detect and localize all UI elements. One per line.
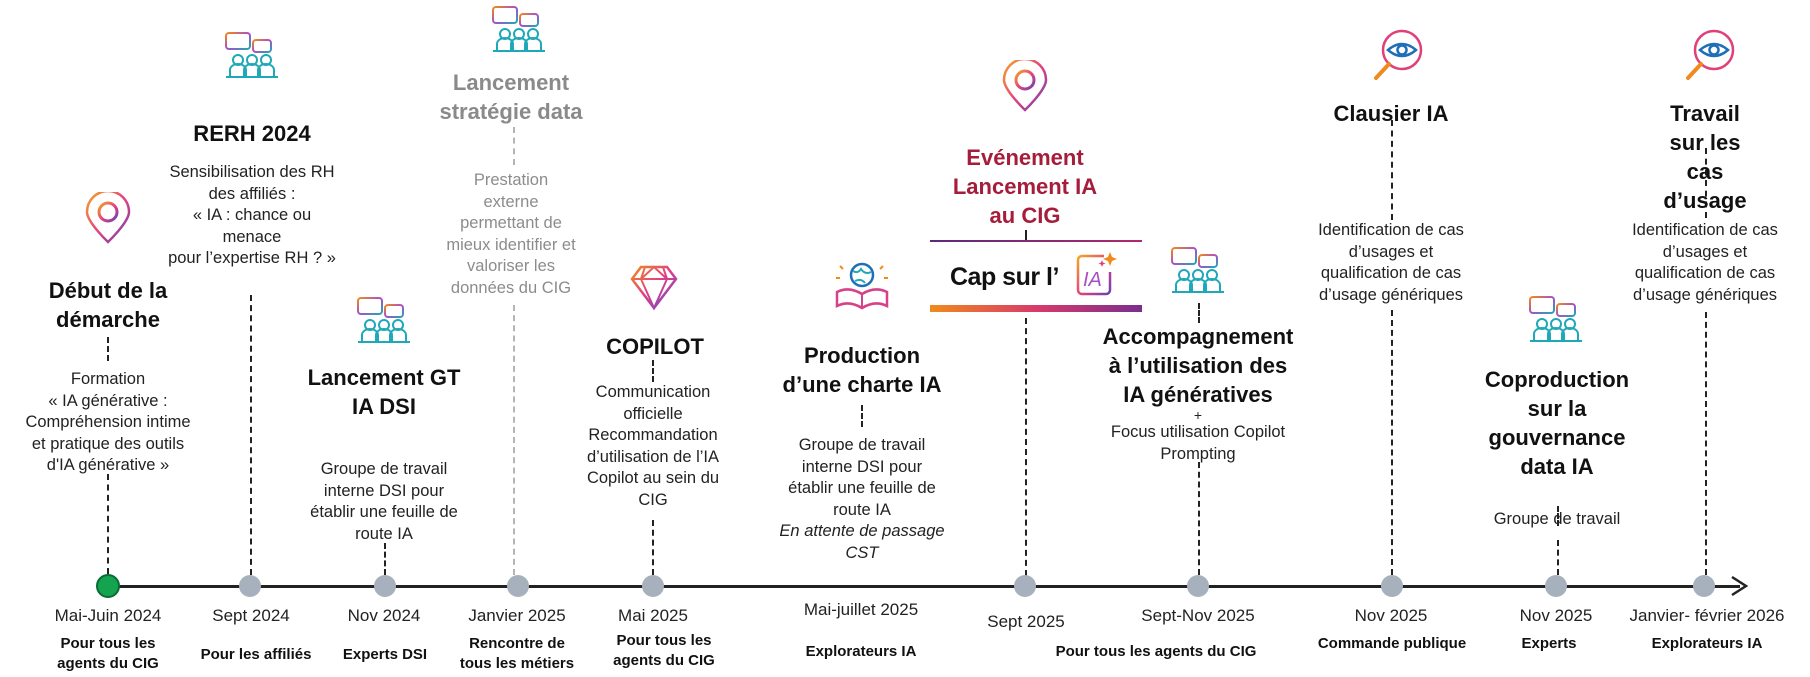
milestone-title: Clausier IA	[1333, 101, 1449, 126]
connector-9a	[1557, 506, 1559, 526]
milestone-date: Mai 2025	[618, 606, 688, 625]
timeline-arrow-icon	[1731, 575, 1749, 597]
ia-logo-icon: IA	[1076, 252, 1117, 296]
team-meeting-icon	[492, 6, 545, 52]
milestone-dot	[1545, 575, 1567, 597]
milestone-date: Sept 2025	[987, 612, 1065, 631]
connector-10a	[1705, 148, 1707, 218]
book-globe-icon	[835, 262, 889, 310]
milestone-description: Formation« IA générative :Compréhension …	[25, 370, 191, 474]
team-meeting-icon	[1171, 247, 1224, 293]
connector-6b	[1025, 318, 1027, 576]
milestone-dot-start	[96, 574, 120, 598]
connector-4a	[652, 360, 654, 382]
milestone-dot	[1381, 575, 1403, 597]
milestone-date: Nov 2024	[347, 606, 421, 625]
connector-5	[861, 405, 863, 427]
connector-0a	[107, 337, 109, 361]
milestone-dot	[1693, 575, 1715, 597]
milestone-audience: Explorateurs IA	[1651, 635, 1763, 652]
milestone-dot	[1014, 575, 1036, 597]
location-pin-icon	[85, 192, 131, 244]
magnifier-eye-icon	[1686, 29, 1735, 80]
milestone-audience: Pour tous les agents du CIG	[1055, 643, 1257, 660]
milestone-title: COPILOT	[606, 334, 704, 359]
connector-1	[250, 295, 252, 575]
milestone-dot	[642, 575, 664, 597]
ia-logo-text: IA	[1083, 269, 1102, 291]
connector-6a	[1025, 230, 1027, 240]
milestone-audience: Pour les affiliés	[200, 646, 312, 663]
diamond-icon	[630, 265, 678, 311]
banner-bottom-rule	[930, 305, 1142, 312]
connector-3a	[513, 127, 515, 165]
team-meeting-icon	[1529, 296, 1582, 342]
milestone-date: Nov 2025	[1354, 606, 1428, 625]
milestone-dot	[507, 575, 529, 597]
milestone-dot	[239, 575, 261, 597]
team-meeting-icon	[225, 32, 278, 78]
connector-4b	[652, 520, 654, 575]
milestone-audience: Experts DSI	[342, 646, 428, 663]
milestone-description: Groupe de travail	[1493, 510, 1621, 528]
milestone-date: Mai-juillet 2025	[803, 600, 919, 619]
cap-sur-ia-banner: Cap sur l’	[950, 263, 1059, 291]
milestone-dot	[374, 575, 396, 597]
milestone-date: Nov 2025	[1519, 606, 1593, 625]
milestone-audience: Commande publique	[1317, 635, 1467, 652]
connector-7b	[1198, 462, 1200, 575]
milestone-title: RERH 2024	[193, 121, 311, 146]
connector-0b	[107, 474, 109, 574]
milestone-audience: Explorateurs IA	[805, 643, 917, 660]
connector-10b	[1705, 312, 1707, 575]
team-meeting-icon	[357, 297, 410, 343]
milestone-dot	[1187, 575, 1209, 597]
magnifier-eye-icon	[1374, 29, 1423, 80]
milestone-date: Sept-Nov 2025	[1141, 606, 1255, 625]
connector-3b	[513, 305, 515, 575]
milestone-date: Mai-Juin 2024	[54, 606, 162, 625]
connector-2	[384, 543, 386, 575]
connector-8b	[1391, 310, 1393, 575]
milestone-date: Janvier 2025	[468, 606, 566, 625]
connector-9b	[1557, 540, 1559, 575]
milestone-date: Sept 2024	[212, 606, 290, 625]
milestone-date: Janvier- février 2026	[1629, 606, 1785, 625]
banner-top-rule	[930, 240, 1142, 242]
location-pin-icon	[1002, 60, 1048, 112]
connector-8a	[1391, 120, 1393, 220]
timeline-axis	[100, 585, 1740, 588]
connector-7a	[1198, 303, 1200, 323]
milestone-audience: Experts	[1521, 635, 1577, 652]
